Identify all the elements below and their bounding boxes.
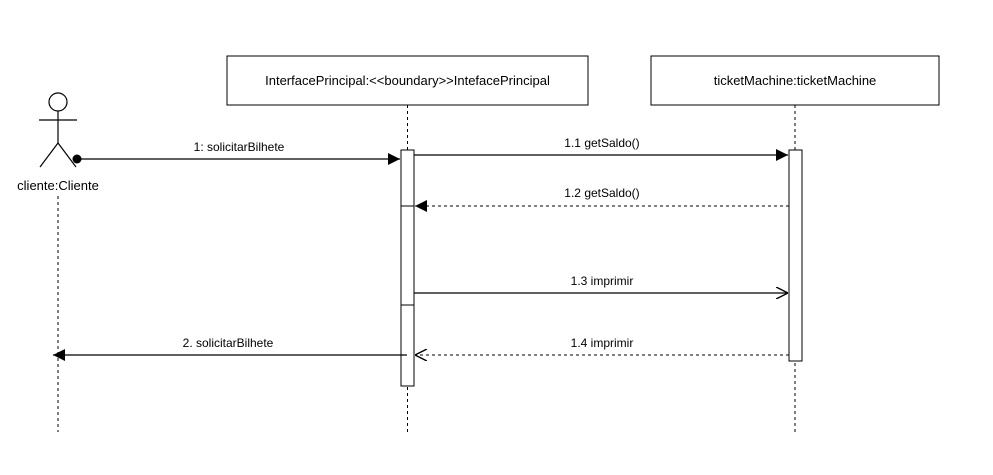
participant-box (650, 55, 940, 106)
message-label: 1: solicitarBilhete (194, 140, 285, 154)
message-label: 1.2 getSaldo() (564, 186, 639, 200)
message-1-3: 1.3 imprimir (414, 274, 788, 293)
message-label: 1.4 imprimir (571, 336, 634, 350)
message-1-4: 1.4 imprimir (415, 336, 789, 355)
activation-bar-ticket-machine (788, 149, 803, 362)
message-1-2: 1.2 getSaldo() (415, 186, 789, 212)
actor-cliente: cliente:Cliente (17, 92, 99, 193)
message-2: 2. solicitarBilhete (53, 336, 407, 361)
actor-head (48, 92, 68, 112)
actor-label: cliente:Cliente (17, 178, 99, 193)
participant-label: ticketMachine:ticketMachine (714, 73, 877, 88)
participant-ticket-machine: ticketMachine:ticketMachine (650, 55, 940, 106)
message-label: 2. solicitarBilhete (183, 336, 274, 350)
actor-leg-right (57, 142, 77, 168)
actor-leg-left (39, 142, 59, 168)
participant-box (226, 55, 589, 106)
message-1: 1: solicitarBilhete (72, 140, 400, 165)
activation-bar-interface (400, 149, 415, 387)
participant-interface-principal: InterfacePrincipal:<<boundary>>IntefaceP… (226, 55, 589, 106)
message-label: 1.1 getSaldo() (564, 136, 639, 150)
message-1-1: 1.1 getSaldo() (414, 136, 788, 161)
participant-label: InterfacePrincipal:<<boundary>>IntefaceP… (265, 73, 550, 88)
message-label: 1.3 imprimir (571, 274, 634, 288)
